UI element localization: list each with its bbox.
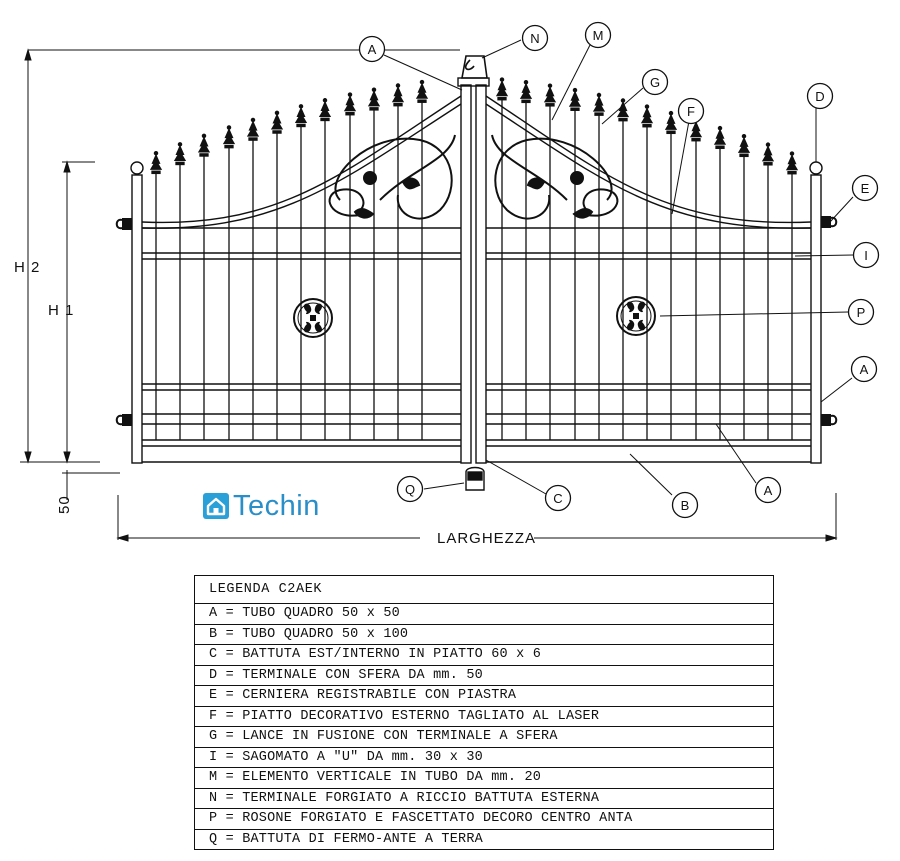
- spear-tip: [319, 98, 331, 122]
- callout-f: F: [687, 104, 695, 119]
- legend-row: M = ELEMENTO VERTICALE IN TUBO DA mm. 20: [195, 767, 773, 788]
- callout-a-right: A: [860, 362, 869, 377]
- spear-tip: [247, 117, 259, 141]
- dimension-width: LARGHEZZA: [437, 530, 536, 547]
- scroll-decoration-right: [491, 134, 619, 220]
- legend-row: C = BATTUTA EST/INTERNO IN PIATTO 60 x 6: [195, 644, 773, 665]
- spear-tip: [344, 92, 356, 116]
- spear-tip: [271, 110, 283, 134]
- callout-n: N: [530, 31, 539, 46]
- spear-tip: [416, 79, 428, 103]
- spear-tip: [368, 87, 380, 111]
- spear-tip: [520, 79, 532, 104]
- legend-row: Q = BATTUTA DI FERMO-ANTE A TERRA: [195, 828, 773, 850]
- spear-tip: [544, 83, 556, 107]
- callout-a-top: A: [368, 42, 377, 57]
- callout-b: B: [681, 498, 690, 513]
- callout-e: E: [861, 181, 870, 196]
- legend-row: E = CERNIERA REGISTRABILE CON PIASTRA: [195, 685, 773, 706]
- callout-p: P: [857, 305, 866, 320]
- spear-tip: [295, 104, 307, 128]
- callout-bubbles: [358, 21, 880, 519]
- legend-row: I = SAGOMATO A "U" DA mm. 30 x 30: [195, 746, 773, 768]
- spear-tip: [641, 104, 653, 128]
- gate-drawing: H 2 H 1 50 LARGHEZZA: [14, 21, 880, 547]
- callout-labels: A N M G F D E I P A A B C Q: [368, 28, 870, 513]
- hinge-top-left: [115, 217, 133, 231]
- dimension-lines: [20, 48, 838, 542]
- callout-a-bottom: A: [764, 483, 773, 498]
- callout-c: C: [553, 491, 562, 506]
- spear-tip: [392, 83, 404, 107]
- callout-m: M: [593, 28, 604, 43]
- spear-tip: [738, 133, 750, 158]
- techin-logo: Techin: [203, 489, 320, 523]
- spear-tip: [593, 92, 605, 116]
- spear-tip: [174, 142, 186, 166]
- spear-tip: [496, 77, 508, 101]
- dimension-base: 50: [56, 495, 73, 514]
- callout-d: D: [815, 89, 824, 104]
- legend-row: D = TERMINALE CON SFERA DA mm. 50: [195, 664, 773, 686]
- spear-tip: [786, 151, 798, 175]
- ground-stop: [465, 466, 485, 491]
- callout-leaders: [383, 39, 854, 496]
- spear-tip: [569, 87, 581, 111]
- legend-row: A = TUBO QUADRO 50 x 50: [195, 603, 773, 624]
- legend-row: B = TUBO QUADRO 50 x 100: [195, 623, 773, 645]
- legend-row: N = TERMINALE FORGIATO A RICCIO BATTUTA …: [195, 787, 773, 809]
- scroll-decoration-left: [328, 134, 456, 220]
- legend-row: P = ROSONE FORGIATO E FASCETTATO DECORO …: [195, 808, 773, 829]
- hinge-bottom-left: [115, 413, 133, 427]
- legend-table: LEGENDA C2AEK A = TUBO QUADRO 50 x 50 B …: [194, 575, 774, 850]
- dimension-h1: H 1: [48, 302, 74, 319]
- callout-g: G: [650, 75, 660, 90]
- legend-title: LEGENDA C2AEK: [209, 582, 323, 597]
- spear-tip: [223, 125, 235, 149]
- callout-q: Q: [405, 482, 415, 497]
- center-terminal: [461, 55, 488, 79]
- rosette-left: [293, 298, 333, 338]
- logo-text: Techin: [233, 489, 320, 522]
- spear-tip: [762, 142, 774, 166]
- legend-row: F = PIATTO DECORATIVO ESTERNO TAGLIATO A…: [195, 705, 773, 727]
- vertical-bars: [150, 77, 798, 440]
- spear-tip: [150, 150, 162, 175]
- callout-i: I: [864, 248, 868, 263]
- dimension-h2: H 2: [14, 259, 40, 276]
- house-icon: [203, 493, 229, 519]
- hinge-bottom-right: [820, 413, 838, 427]
- spear-tip: [198, 133, 210, 157]
- legend-row: G = LANCE IN FUSIONE CON TERMINALE A SFE…: [195, 726, 773, 747]
- spear-tip: [714, 125, 726, 150]
- spear-tip: [665, 110, 677, 135]
